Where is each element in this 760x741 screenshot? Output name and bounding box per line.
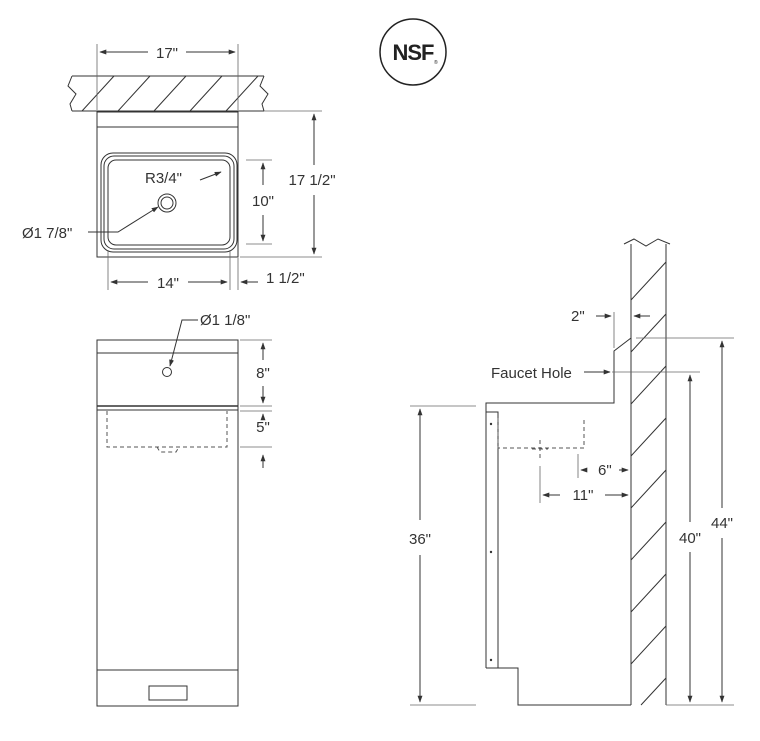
drain-outer — [157, 193, 177, 213]
nsf-logo: NSF ® — [379, 18, 447, 86]
radius-label: R3/4" — [145, 170, 182, 187]
bowl-width-label: 14" — [157, 275, 179, 292]
drain-diameter-label: Ø1 7/8" — [22, 225, 72, 242]
sink-top-outline — [96, 111, 239, 258]
faucet-hole-label: Faucet Hole — [491, 365, 572, 382]
hidden-bowl — [106, 411, 228, 448]
faucet-hole-diameter-label: Ø1 1/8" — [200, 312, 250, 329]
faucet-height-label: 40" — [679, 530, 701, 547]
wall-offset-label: 2" — [571, 308, 585, 325]
logo-registered: ® — [434, 59, 438, 66]
drain-inner — [160, 196, 174, 210]
bowl-offset-label: 11" — [573, 487, 594, 504]
top-view: 17" R3/4" Ø1 7/8" 10" 17 1/2" 14" — [22, 44, 336, 292]
bowl-inner — [107, 159, 231, 246]
front-view: Ø1 1/8" 8" 5" — [96, 312, 272, 707]
top-width-label: 17" — [156, 45, 178, 62]
top-depth-label: 17 1/2" — [288, 172, 335, 189]
counter-height-label: 36" — [409, 531, 431, 548]
total-height-label: 44" — [711, 515, 733, 532]
faucet-hole — [162, 367, 172, 377]
edge-offset-label: 1 1/2" — [266, 270, 305, 287]
wall-section-top — [67, 75, 269, 112]
backsplash-height-label: 8" — [256, 365, 270, 382]
bowl-depth-label: 10" — [252, 193, 274, 210]
bowl-height-label: 5" — [256, 419, 270, 436]
bowl-outer — [100, 152, 238, 253]
logo-text: NSF — [393, 40, 435, 65]
hidden-bowl-side — [497, 418, 585, 449]
drain-offset-label: 6" — [598, 462, 612, 479]
side-view: 2" Faucet Hole 6" 11" 36" 40" 44" — [409, 238, 734, 706]
wall-section-side — [623, 238, 671, 706]
kick-plate-slot — [148, 685, 188, 701]
sink-side-profile — [485, 337, 632, 706]
cabinet-front-outline — [96, 339, 239, 707]
